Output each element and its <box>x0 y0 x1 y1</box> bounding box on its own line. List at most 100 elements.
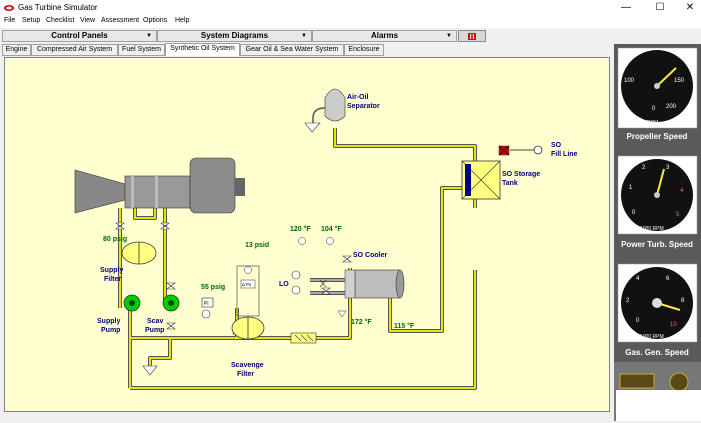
menu-setup[interactable]: Setup <box>22 17 41 24</box>
so-storage-label: SO Storage <box>502 171 540 178</box>
tick-label: 100 <box>624 78 635 84</box>
propeller-speed-gauge: 0 100 150 200 RPM <box>617 47 698 129</box>
title-bar: Gas Turbine Simulator — ☐ ✕ <box>0 0 701 16</box>
tick-label: 10 <box>670 322 677 328</box>
tab-compressed-air[interactable]: Compressed Air System <box>31 44 118 56</box>
scavenge-pump[interactable] <box>162 294 180 312</box>
app-icon <box>4 5 14 11</box>
tick-label: 8 <box>681 298 685 304</box>
menu-file[interactable]: File <box>4 17 16 24</box>
alarms-dropdown[interactable]: Alarms ▼ <box>312 30 457 42</box>
so-cooler[interactable] <box>344 269 405 299</box>
scavenge-filter-label: Scavenge <box>231 362 264 369</box>
maximize-button[interactable]: ☐ <box>655 2 665 13</box>
tab-synthetic-oil[interactable]: Synthetic Oil System <box>165 43 240 56</box>
tick-label: 3 <box>666 165 670 171</box>
chevron-down-icon: ▼ <box>146 33 152 39</box>
fill-line-connector-icon <box>533 145 543 155</box>
temp-gauge-icon <box>298 237 306 245</box>
scavenge-dp: 13 psid <box>245 242 269 249</box>
status-area <box>616 390 701 421</box>
pressure-gauge-icon <box>201 309 211 319</box>
lo-outlet-temp: 104 °F <box>321 225 342 233</box>
gauge-unit: RPM <box>647 120 658 126</box>
so-storage-label-2: Tank <box>502 180 518 187</box>
pump-discharge-pressure: 55 psig <box>201 284 225 291</box>
lo-inlet-connector-icon <box>291 270 301 280</box>
scav-pump-label: Scav <box>147 318 163 325</box>
dp-label: Δ Ps <box>242 282 252 287</box>
tick-label: 1 <box>629 185 633 191</box>
turbine-engine <box>74 157 245 214</box>
gauge-unit: 1000 RPM <box>640 334 664 340</box>
tick-label: 4 <box>680 188 684 194</box>
tab-engine[interactable]: Engine <box>2 44 31 56</box>
menu-checklist[interactable]: Checklist <box>46 17 75 24</box>
menu-view[interactable]: View <box>80 17 96 24</box>
lo-label: LO <box>279 281 289 288</box>
lo-inlet-temp: 120 °F <box>290 225 311 233</box>
propeller-speed-label: Propeller Speed <box>627 132 688 141</box>
chip-detector[interactable] <box>290 332 317 344</box>
speed-gauges-panel: 0 100 150 200 RPM Propeller Speed 0 1 2 … <box>614 44 701 421</box>
pause-icon <box>468 33 476 40</box>
diagram-canvas: Air-Oil Separator SO Storage Tank SO Fil… <box>74 88 578 390</box>
control-panels-dropdown[interactable]: Control Panels ▼ <box>2 30 157 42</box>
supply-pump-label-2: Pump <box>101 327 120 334</box>
cooler-outlet-temp: 172 °F <box>351 318 372 326</box>
minimize-button[interactable]: — <box>621 2 631 13</box>
tab-gear-oil-sea-water[interactable]: Gear Oil & Sea Water System <box>240 44 344 56</box>
tank-return-temp: 115 °F <box>394 322 415 330</box>
air-oil-separator-label: Air-Oil <box>347 94 368 101</box>
tick-label: 0 <box>636 318 640 324</box>
tick-label: 200 <box>666 104 677 110</box>
supply-filter-label: Supply <box>100 267 123 274</box>
drain-icon <box>142 365 158 376</box>
menu-help[interactable]: Help <box>175 17 190 24</box>
scavenge-filter-label-2: Filter <box>237 371 254 378</box>
lo-outlet-connector-icon <box>291 285 301 295</box>
temp-gauge-icon <box>326 237 334 245</box>
so-fill-line-label: SO <box>551 142 562 149</box>
so-fill-line-label-2: Fill Line <box>551 151 578 158</box>
scav-pump-label-2: Pump <box>145 327 164 334</box>
pressure-transmitter-icon <box>201 297 214 308</box>
gauge-unit: 1000 RPM <box>640 226 664 232</box>
pi-label: Pi <box>204 301 208 307</box>
menu-options[interactable]: Options <box>143 17 168 24</box>
system-diagrams-label: System Diagrams <box>200 31 269 40</box>
scavenge-filter[interactable] <box>231 265 265 340</box>
so-storage-tank[interactable] <box>461 160 501 200</box>
drain-icon <box>337 310 347 318</box>
so-cooler-label: SO Cooler <box>353 252 388 259</box>
tick-label: 150 <box>674 78 685 84</box>
power-turbine-speed-label: Power Turb. Speed <box>621 240 693 249</box>
power-turbine-speed-gauge: 0 1 2 3 4 5 1000 RPM <box>617 155 698 235</box>
stop-alarm-button[interactable] <box>458 30 486 42</box>
power-turbine-needle <box>656 168 665 196</box>
tick-label: 0 <box>632 210 636 216</box>
control-panels-label: Control Panels <box>51 31 108 40</box>
tab-enclosure[interactable]: Enclosure <box>344 44 384 56</box>
air-oil-separator-label-2: Separator <box>347 103 380 110</box>
close-button[interactable]: ✕ <box>685 2 695 13</box>
supply-pump[interactable] <box>123 294 141 312</box>
tick-label: 6 <box>666 276 670 282</box>
gauges-canvas: 0 100 150 200 RPM Propeller Speed 0 1 2 … <box>614 47 701 421</box>
ship-wheel-icon[interactable] <box>669 372 689 392</box>
tick-label: 5 <box>676 212 680 218</box>
system-diagrams-dropdown[interactable]: System Diagrams ▼ <box>157 30 312 42</box>
chevron-down-icon: ▼ <box>301 33 307 39</box>
chevron-down-icon: ▼ <box>446 33 452 39</box>
supply-filter-pressure: 80 psig <box>103 236 127 243</box>
tick-label: 2 <box>642 165 646 171</box>
mode-button[interactable] <box>619 373 655 389</box>
window-title: Gas Turbine Simulator <box>18 3 98 12</box>
air-oil-separator <box>304 88 346 133</box>
tick-label: 4 <box>636 276 640 282</box>
tab-fuel-system[interactable]: Fuel System <box>118 44 165 56</box>
synthetic-oil-diagram: Air-Oil Separator SO Storage Tank SO Fil… <box>4 57 610 412</box>
supply-filter[interactable] <box>121 241 157 265</box>
tick-label: 2 <box>626 298 630 304</box>
menu-assessment[interactable]: Assessment <box>101 17 140 24</box>
